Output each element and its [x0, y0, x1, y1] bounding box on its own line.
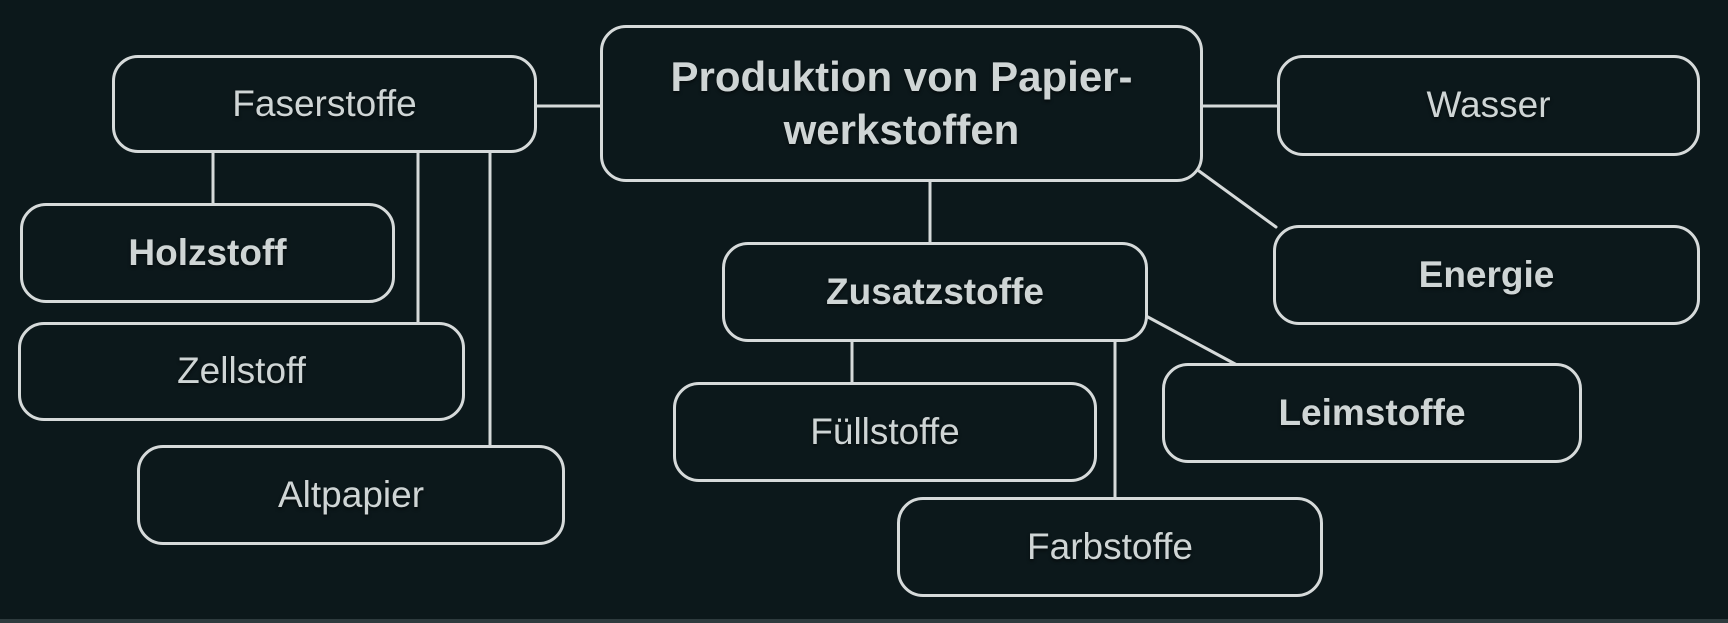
node-faserstoffe-label: Faserstoffe: [232, 82, 417, 124]
node-wasser[interactable]: Wasser: [1277, 55, 1700, 156]
node-fuellstoffe[interactable]: Füllstoffe: [673, 382, 1097, 482]
node-produktion[interactable]: Produktion von Papier- werkstoffen: [600, 25, 1203, 182]
bottom-edge-highlight: [0, 619, 1728, 623]
node-zusatzstoffe-label: Zusatzstoffe: [826, 270, 1044, 312]
node-fuellstoffe-label: Füllstoffe: [810, 410, 960, 452]
node-zusatzstoffe[interactable]: Zusatzstoffe: [722, 242, 1148, 342]
node-holzstoff-label: Holzstoff: [128, 231, 287, 273]
node-altpapier[interactable]: Altpapier: [137, 445, 565, 545]
node-farbstoffe-label: Farbstoffe: [1027, 525, 1193, 567]
node-faserstoffe[interactable]: Faserstoffe: [112, 55, 537, 153]
node-farbstoffe[interactable]: Farbstoffe: [897, 497, 1323, 597]
node-produktion-label: Produktion von Papier- werkstoffen: [670, 53, 1133, 153]
node-energie-label: Energie: [1418, 253, 1555, 295]
node-leimstoffe[interactable]: Leimstoffe: [1162, 363, 1582, 463]
node-holzstoff[interactable]: Holzstoff: [20, 203, 395, 303]
edge-zusatzstoffe-leimstoffe: [1144, 314, 1239, 367]
node-energie[interactable]: Energie: [1273, 225, 1700, 325]
node-altpapier-label: Altpapier: [277, 473, 425, 515]
edge-produktion-energie: [1197, 169, 1278, 229]
node-leimstoffe-label: Leimstoffe: [1278, 391, 1466, 433]
node-zellstoff[interactable]: Zellstoff: [18, 322, 465, 421]
node-zellstoff-label: Zellstoff: [177, 350, 306, 392]
node-wasser-label: Wasser: [1426, 84, 1551, 126]
